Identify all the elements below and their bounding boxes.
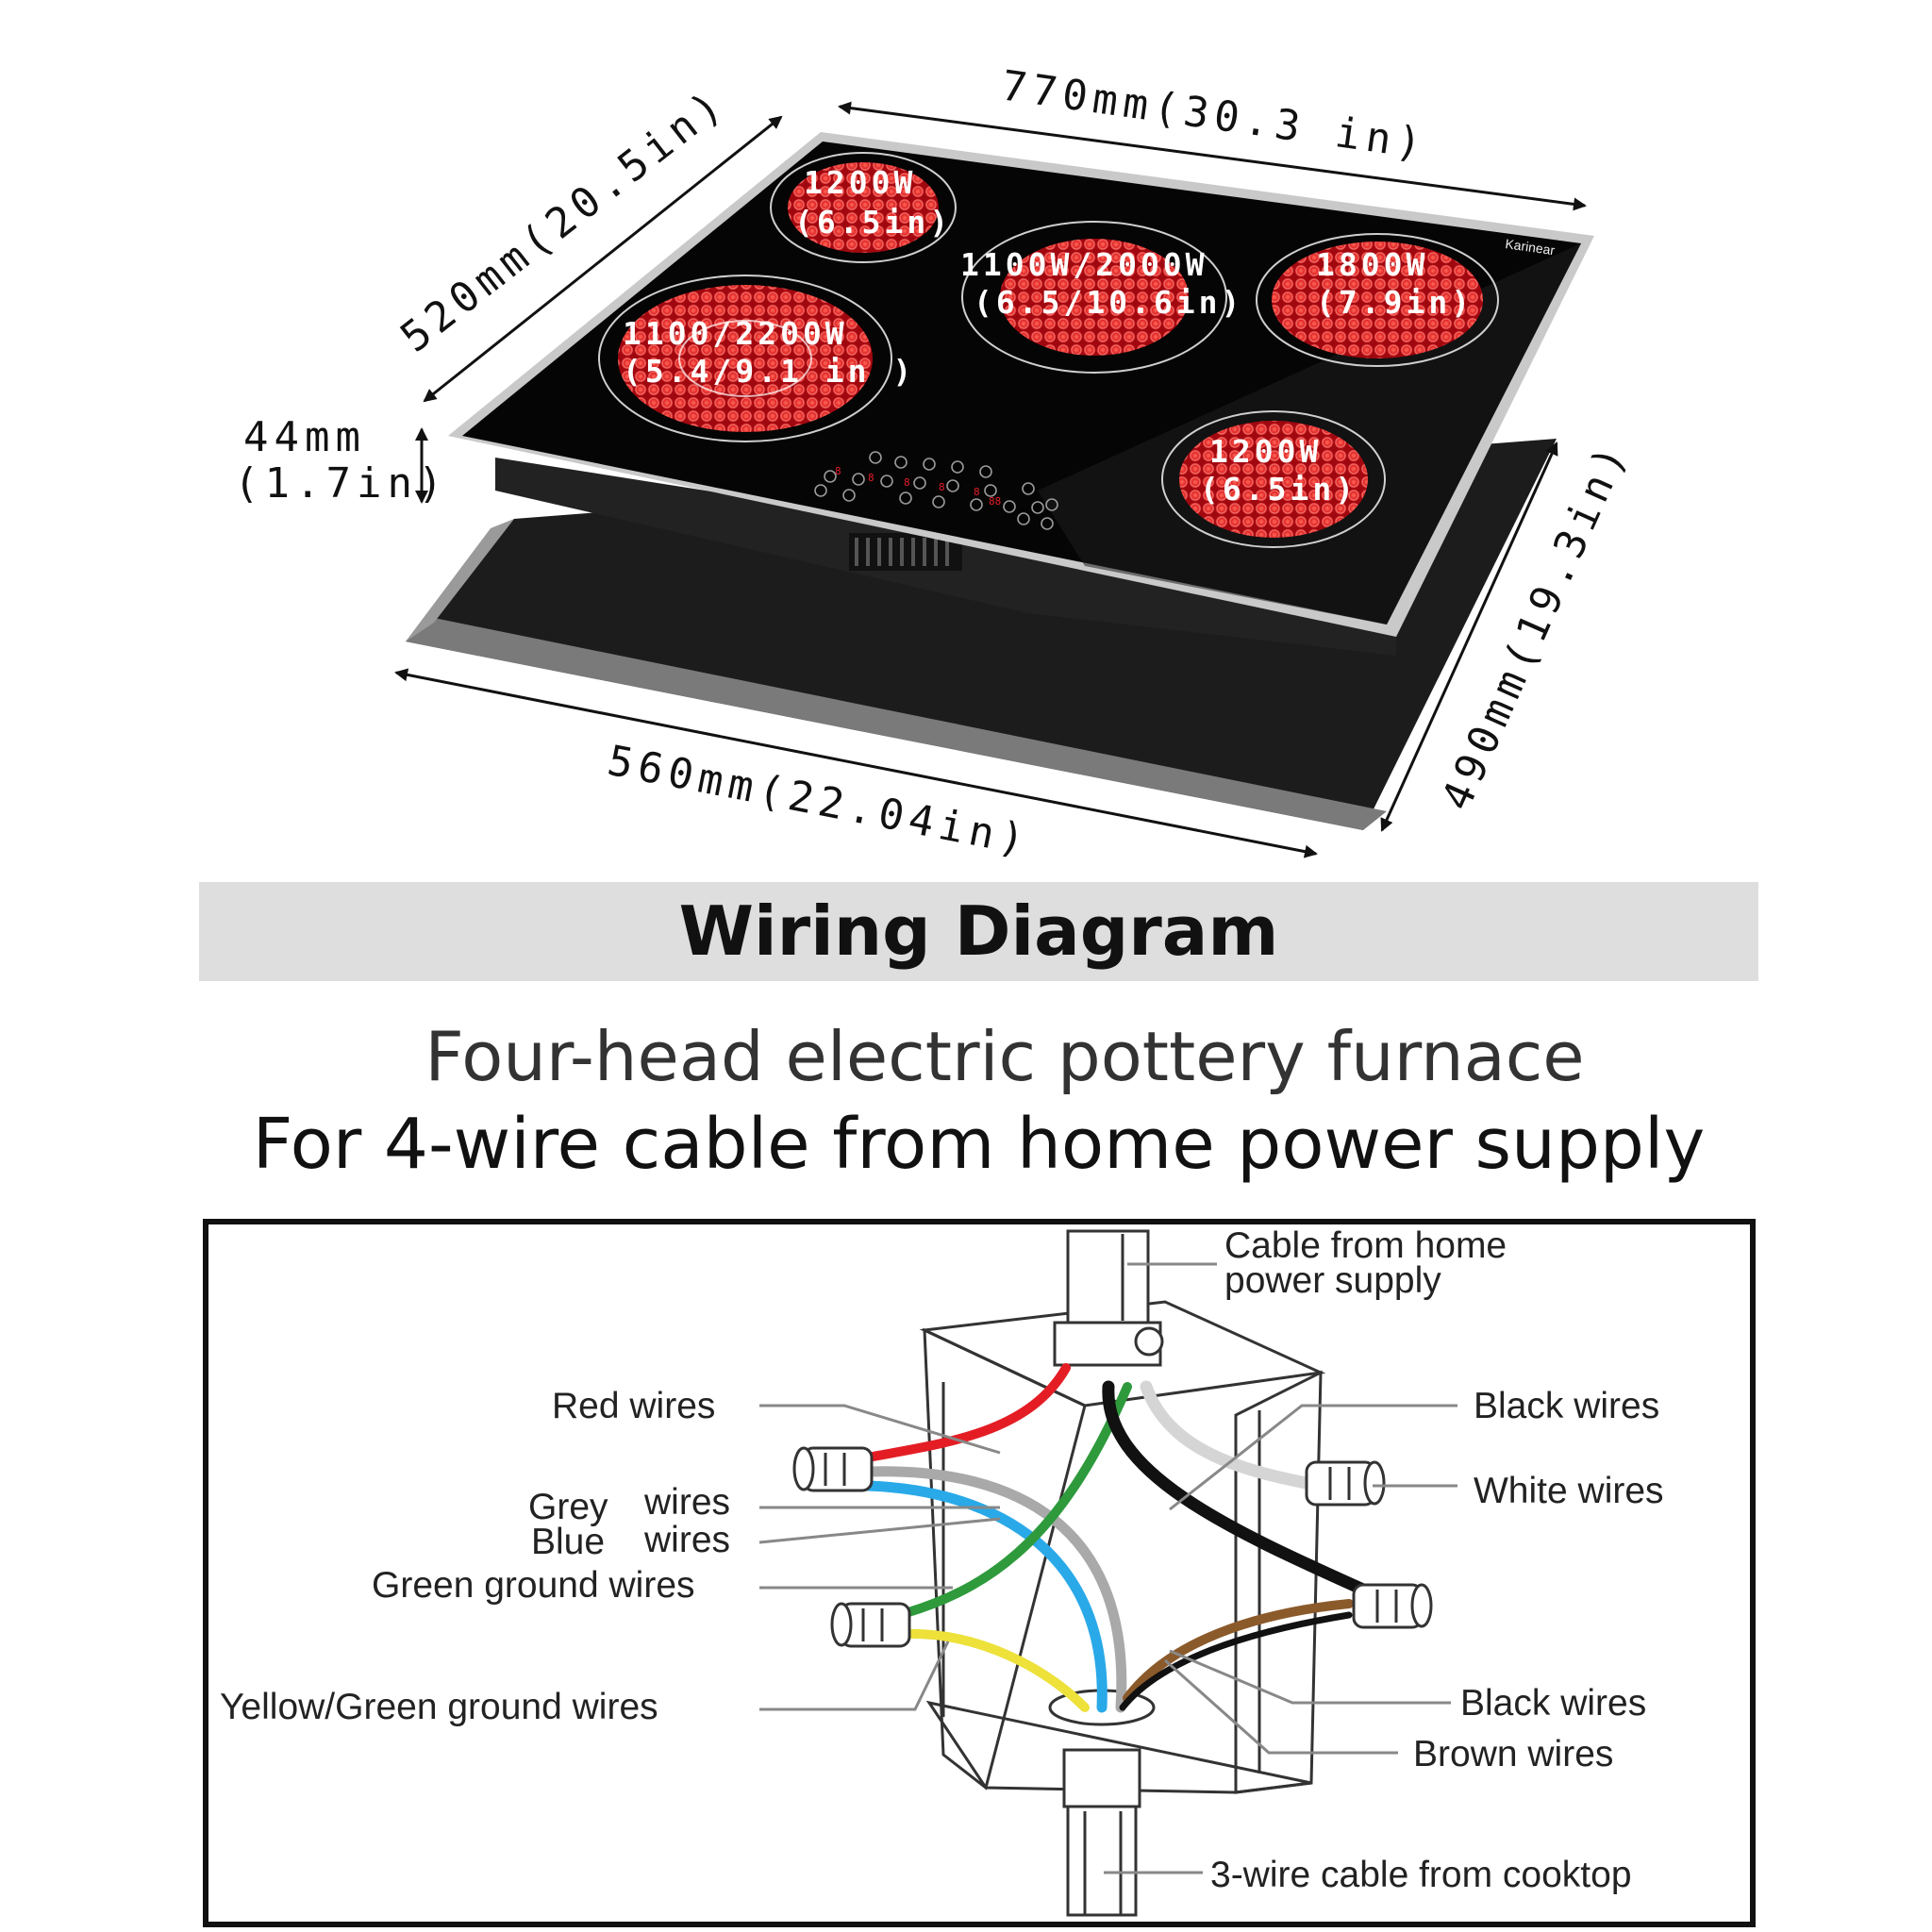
wire-nut-left-top	[792, 1446, 874, 1492]
cutout-base-shadow	[406, 519, 514, 641]
brand-label: Karinear	[1505, 236, 1557, 258]
wiring-labels: Cable from home power supply Red wires G…	[220, 1225, 1664, 1895]
zone-3-size: (7.9in)	[1316, 284, 1474, 321]
dim-arrow-left	[423, 115, 783, 403]
wire-brown	[1123, 1599, 1354, 1703]
wire-white	[1140, 1380, 1327, 1492]
wire-black-top	[1102, 1380, 1370, 1596]
zone-1-power: 1200W	[804, 164, 916, 201]
svg-text:88: 88	[989, 495, 1001, 508]
svg-text:8: 8	[939, 481, 945, 493]
wire-nut-right-top	[1305, 1460, 1386, 1507]
wire-nuts	[792, 1446, 1433, 1648]
top-conduit	[1053, 1229, 1164, 1367]
svg-text:8: 8	[868, 472, 874, 484]
wire-black-bottom	[1119, 1611, 1353, 1711]
label-cooktop-cable: 3-wire cable from cooktop	[1210, 1855, 1632, 1895]
wires	[862, 1363, 1370, 1713]
wire-red	[863, 1363, 1071, 1462]
label-green-ground: Green ground wires	[372, 1565, 695, 1606]
wire-blue	[862, 1480, 1108, 1713]
burner-center	[961, 221, 1227, 374]
label-grey-b: wires	[643, 1482, 730, 1523]
svg-text:8: 8	[974, 486, 980, 498]
dim-height-mm: 44mm	[243, 413, 366, 461]
wiring-title: Wiring Diagram	[678, 891, 1279, 971]
label-grey-a: Grey	[528, 1487, 608, 1527]
zone-3-power: 1800W	[1316, 246, 1428, 283]
zone-2-size: (6.5/10.6in)	[974, 284, 1243, 321]
wire-yellow	[901, 1628, 1090, 1712]
label-red-wires: Red wires	[552, 1386, 715, 1426]
dim-height-in: (1.7in)	[234, 459, 448, 508]
wiring-frame	[203, 1219, 1756, 1927]
subtitle-product: Four-head electric pottery furnace	[425, 1017, 1585, 1096]
label-black-top: Black wires	[1474, 1386, 1659, 1426]
zone-2-power: 1100W/2000W	[960, 246, 1208, 283]
zone-4-power: 1100/2200W	[623, 315, 848, 352]
label-cable-home-2: power supply	[1224, 1260, 1441, 1301]
dim-arrow-right	[1380, 441, 1558, 832]
dim-arrow-bottom	[394, 668, 1318, 858]
title-bar	[199, 882, 1758, 981]
touch-control-panel	[814, 451, 1058, 530]
svg-text:8: 8	[904, 476, 910, 489]
wire-green	[901, 1382, 1132, 1618]
zone-1-size: (6.5in)	[794, 204, 952, 241]
label-yellow-green: Yellow/Green ground wires	[220, 1687, 658, 1727]
dim-arrow-top	[838, 101, 1587, 211]
bottom-conduit	[1048, 1689, 1156, 1917]
burner-right	[1256, 233, 1499, 367]
dim-width-top: 770mm(30.3 in)	[998, 61, 1430, 169]
cooktop-illustration: Karinear	[234, 61, 1639, 865]
subtitle-cable: For 4-wire cable from home power supply	[252, 1104, 1706, 1185]
label-black-bottom: Black wires	[1460, 1683, 1646, 1724]
zone-4-size: (5.4/9.1 in )	[623, 353, 915, 390]
svg-text:8: 8	[835, 465, 841, 477]
label-blue-a: Blue	[531, 1522, 605, 1562]
wire-grey	[862, 1466, 1127, 1713]
label-brown: Brown wires	[1413, 1734, 1613, 1774]
label-white: White wires	[1474, 1471, 1664, 1511]
leader-lines	[758, 1262, 1457, 1874]
wire-nut-right-bottom	[1352, 1583, 1433, 1629]
label-cable-home-1: Cable from home	[1224, 1225, 1507, 1266]
label-blue-b: wires	[643, 1520, 730, 1560]
zone-5-size: (6.5in)	[1200, 471, 1357, 508]
zone-5-power: 1200W	[1209, 433, 1322, 470]
wire-nut-left-bottom	[830, 1602, 911, 1648]
